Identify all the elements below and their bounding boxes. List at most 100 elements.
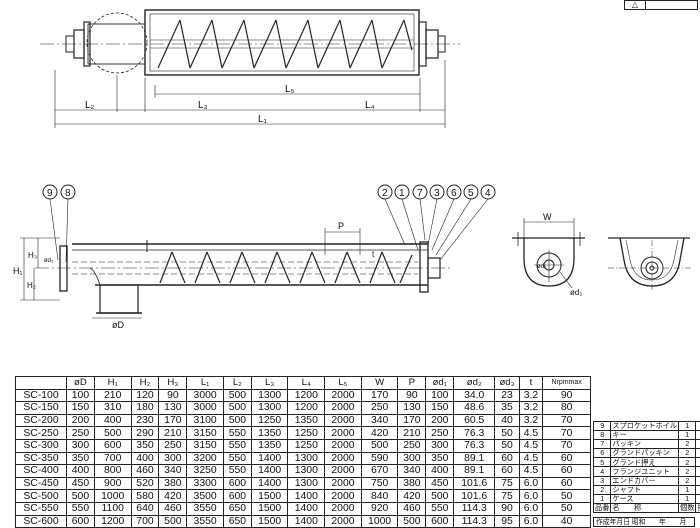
spec-value-cell: 1350: [250, 426, 289, 440]
spec-value-cell: 1400: [250, 451, 289, 466]
spec-model-cell: SC-350: [15, 451, 67, 466]
spec-model-cell: SC-200: [15, 413, 67, 428]
spec-value-cell: 1200: [93, 514, 132, 528]
spec-value-cell: 640: [130, 501, 160, 516]
spec-value-cell: 2000: [324, 514, 362, 528]
parts-note-cell: [695, 475, 700, 486]
parts-header-name: 名 称: [610, 502, 680, 513]
spec-value-cell: 101.6: [453, 489, 496, 503]
parts-qty-cell: 2: [678, 475, 697, 486]
top-trough-body: [144, 9, 420, 76]
dim-p: P: [338, 221, 344, 231]
spec-header-cell: L₃: [250, 376, 289, 390]
spec-header-cell: P: [397, 376, 427, 390]
spec-value-cell: 50: [494, 426, 520, 440]
spec-value-cell: 60: [542, 476, 591, 491]
spec-value-cell: 340: [397, 464, 427, 478]
spec-value-cell: 3000: [186, 388, 224, 403]
side-outlet: [99, 284, 139, 314]
spec-header-cell: H₂: [130, 376, 160, 390]
svg-text:5: 5: [468, 188, 474, 199]
end-view-left: [512, 218, 585, 289]
parts-no-cell: 5: [592, 457, 612, 468]
spec-value-cell: 2000: [324, 438, 362, 453]
spec-value-cell: 700: [93, 451, 132, 466]
spec-value-cell: 210: [397, 426, 427, 440]
spec-model-cell: SC-300: [15, 438, 67, 453]
spec-value-cell: 310: [93, 401, 132, 415]
top-screw-flights: [157, 19, 413, 69]
parts-no-cell: 4: [592, 466, 612, 477]
spec-value-cell: 550: [222, 438, 252, 453]
spec-value-cell: 520: [130, 476, 160, 491]
spec-header-cell: H₃: [158, 376, 188, 390]
spec-model-cell: SC-150: [15, 401, 67, 415]
end-view-right: [608, 237, 692, 290]
spec-value-cell: 3300: [186, 476, 224, 491]
spec-value-cell: 60: [542, 464, 591, 478]
parts-qty-cell: 2: [678, 439, 697, 450]
spec-value-cell: 1300: [250, 388, 289, 403]
dim-l4: L₄: [365, 100, 375, 111]
spec-header-cell: L₄: [287, 376, 326, 390]
spec-table: øD H₁ H₂ H₃ L₁ L₂ L₃ L₄ L₅ W P ød₁ ød₂ ø…: [15, 376, 591, 528]
spec-value-cell: 1500: [250, 489, 289, 503]
spec-header-row: øD H₁ H₂ H₃ L₁ L₂ L₃ L₄ L₅ W P ød₁ ød₂ ø…: [15, 376, 591, 390]
spec-model-cell: SC-250: [15, 426, 67, 440]
parts-no-cell: 9: [592, 420, 612, 432]
svg-text:8: 8: [65, 188, 71, 199]
spec-value-cell: 350: [66, 451, 95, 466]
spec-value-cell: 2000: [324, 451, 362, 466]
dim-l3: L₃: [198, 100, 208, 111]
spec-value-cell: 1300: [287, 476, 326, 491]
parts-name-cell: グランドパッキン: [610, 448, 680, 459]
spec-value-cell: 650: [222, 501, 252, 516]
spec-value-cell: 1400: [250, 464, 289, 478]
spec-value-cell: 350: [130, 438, 160, 453]
parts-note-cell: [695, 457, 700, 468]
spec-header-cell: ød₃: [494, 376, 520, 390]
top-right-shaft-end: [437, 35, 446, 53]
spec-value-cell: 400: [130, 451, 160, 466]
spec-model-cell: SC-550: [15, 501, 67, 516]
spec-model-cell: SC-100: [15, 388, 67, 403]
parts-qty-cell: 1: [678, 420, 697, 432]
spec-value-cell: 500: [222, 413, 252, 428]
svg-text:3: 3: [434, 188, 440, 199]
spec-value-cell: 250: [397, 438, 427, 453]
svg-text:6: 6: [451, 188, 457, 199]
spec-value-cell: 400: [93, 413, 132, 428]
spec-value-cell: 50: [542, 489, 591, 503]
spec-value-cell: 3150: [186, 426, 224, 440]
spec-value-cell: 2000: [324, 388, 362, 403]
spec-value-cell: 6.0: [518, 501, 544, 516]
spec-value-cell: 800: [93, 464, 132, 478]
spec-value-cell: 1400: [250, 476, 289, 491]
spec-value-cell: 500: [360, 438, 399, 453]
spec-value-cell: 2000: [324, 489, 362, 503]
spec-value-cell: 150: [66, 401, 95, 415]
spec-value-cell: 170: [360, 388, 399, 403]
title-block: 作成年月日 昭和 年 月: [593, 517, 695, 527]
spec-value-cell: 920: [360, 501, 399, 516]
parts-header-qty: 個数: [678, 502, 697, 513]
spec-value-cell: 130: [158, 401, 188, 415]
spec-value-cell: 3550: [186, 514, 224, 528]
svg-text:7: 7: [417, 188, 423, 199]
parts-note-cell: [695, 493, 700, 504]
spec-value-cell: 1200: [287, 401, 326, 415]
spec-value-cell: 1400: [287, 501, 326, 516]
spec-value-cell: 500: [222, 388, 252, 403]
spec-value-cell: 2000: [324, 476, 362, 491]
parts-note-cell: [695, 466, 700, 477]
spec-value-cell: 300: [425, 438, 455, 453]
parts-qty-cell: 2: [678, 457, 697, 468]
